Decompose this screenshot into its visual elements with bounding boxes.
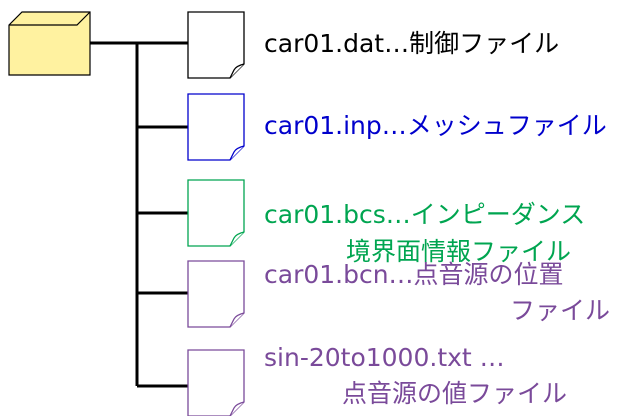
file-label-continuation: 点音源の値ファイル [342,379,568,408]
file-label: sin-20to1000.txt … [264,343,505,372]
document-icon [187,11,245,79]
file-label: car01.dat…制御ファイル [264,29,560,58]
folder-icon [8,11,91,76]
file-label: car01.bcs…インピーダンス [264,200,586,229]
file-label-continuation: ファイル [510,296,611,325]
file-label-continuation: 境界面情報ファイル [346,237,572,266]
file-label: car01.bcn…点音源の位置 [264,260,564,289]
document-icon [187,179,245,247]
document-icon [187,93,245,161]
document-icon [187,260,245,328]
file-label: car01.inp…メッシュファイル [264,111,607,140]
document-icon [187,349,245,416]
tree-connectors [90,41,190,388]
